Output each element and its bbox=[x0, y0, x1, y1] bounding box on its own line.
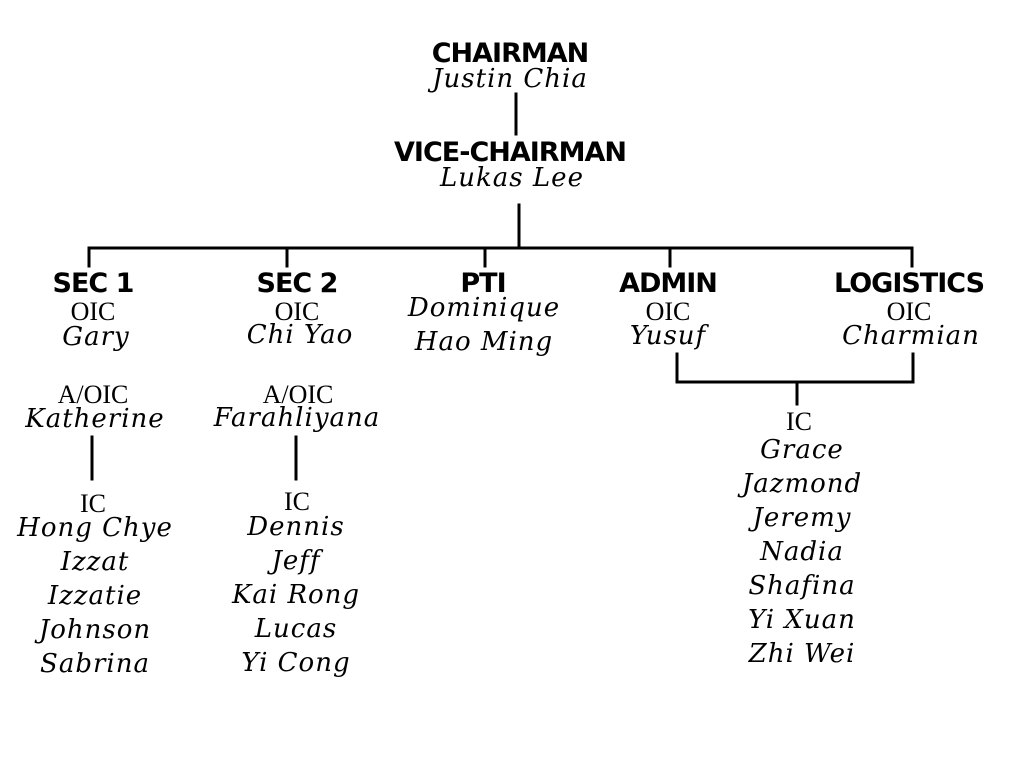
sec1-title: SEC 1 bbox=[52, 268, 135, 299]
sec2-title: SEC 2 bbox=[256, 268, 339, 299]
chairman-title: CHAIRMAN bbox=[431, 38, 590, 69]
vice-chairman-title: VICE-CHAIRMAN bbox=[394, 137, 627, 168]
list-item: Izzat bbox=[60, 547, 130, 577]
list-item: Dennis bbox=[247, 512, 345, 542]
shared-ic-list: Grace Jazmond Jeremy Nadia Shafina Yi Xu… bbox=[742, 433, 862, 671]
pti-title: PTI bbox=[460, 268, 506, 299]
sec1-oic-name: Gary bbox=[62, 322, 130, 352]
admin-oic-label: OIC bbox=[645, 297, 691, 326]
list-item: Jazmond bbox=[741, 469, 863, 499]
sec2-aoic-name: Farahliyana bbox=[213, 403, 381, 433]
logistics-oic-name: Charmian bbox=[842, 321, 980, 351]
sec1-aoic-label: A/OIC bbox=[57, 380, 129, 409]
list-item: Dominique bbox=[407, 293, 561, 323]
list-item: Zhi Wei bbox=[748, 639, 856, 669]
list-item: Yi Xuan bbox=[748, 605, 856, 635]
list-item: Kai Rong bbox=[231, 580, 361, 610]
shared-ic-label: IC bbox=[786, 407, 812, 436]
sec2-ic-label: IC bbox=[284, 487, 310, 516]
list-item: Yi Cong bbox=[241, 648, 351, 678]
list-item: Nadia bbox=[760, 537, 844, 567]
list-item: Sabrina bbox=[40, 649, 150, 679]
list-item: Hong Chye bbox=[17, 513, 173, 543]
list-item: Jeremy bbox=[752, 503, 852, 533]
list-item: Lucas bbox=[254, 614, 338, 644]
sec2-oic-name: Chi Yao bbox=[246, 320, 354, 350]
sec1-oic-label: OIC bbox=[70, 297, 116, 326]
list-item: Jeff bbox=[271, 546, 321, 576]
list-item: Hao Ming bbox=[414, 327, 554, 357]
list-item: Johnson bbox=[38, 615, 152, 645]
logistics-title: LOGISTICS bbox=[833, 268, 985, 299]
vice-chairman-name: Lukas Lee bbox=[440, 163, 584, 193]
sec1-ic-label: IC bbox=[80, 489, 106, 518]
logistics-oic-label: OIC bbox=[886, 297, 932, 326]
admin-title: ADMIN bbox=[619, 268, 718, 299]
list-item: Shafina bbox=[748, 571, 856, 601]
sec1-ic-list: Hong Chye Izzat Izzatie Johnson Sabrina bbox=[17, 511, 173, 681]
sec2-oic-label: OIC bbox=[274, 297, 320, 326]
admin-oic-name: Yusuf bbox=[629, 321, 707, 351]
sec2-ic-list: Dennis Jeff Kai Rong Lucas Yi Cong bbox=[232, 510, 360, 680]
chairman-name: Justin Chia bbox=[432, 64, 588, 94]
pti-list: Dominique Hao Ming bbox=[408, 291, 560, 359]
list-item: Grace bbox=[760, 435, 844, 465]
list-item: Izzatie bbox=[47, 581, 143, 611]
sec2-aoic-label: A/OIC bbox=[262, 380, 334, 409]
sec1-aoic-name: Katherine bbox=[25, 404, 165, 434]
